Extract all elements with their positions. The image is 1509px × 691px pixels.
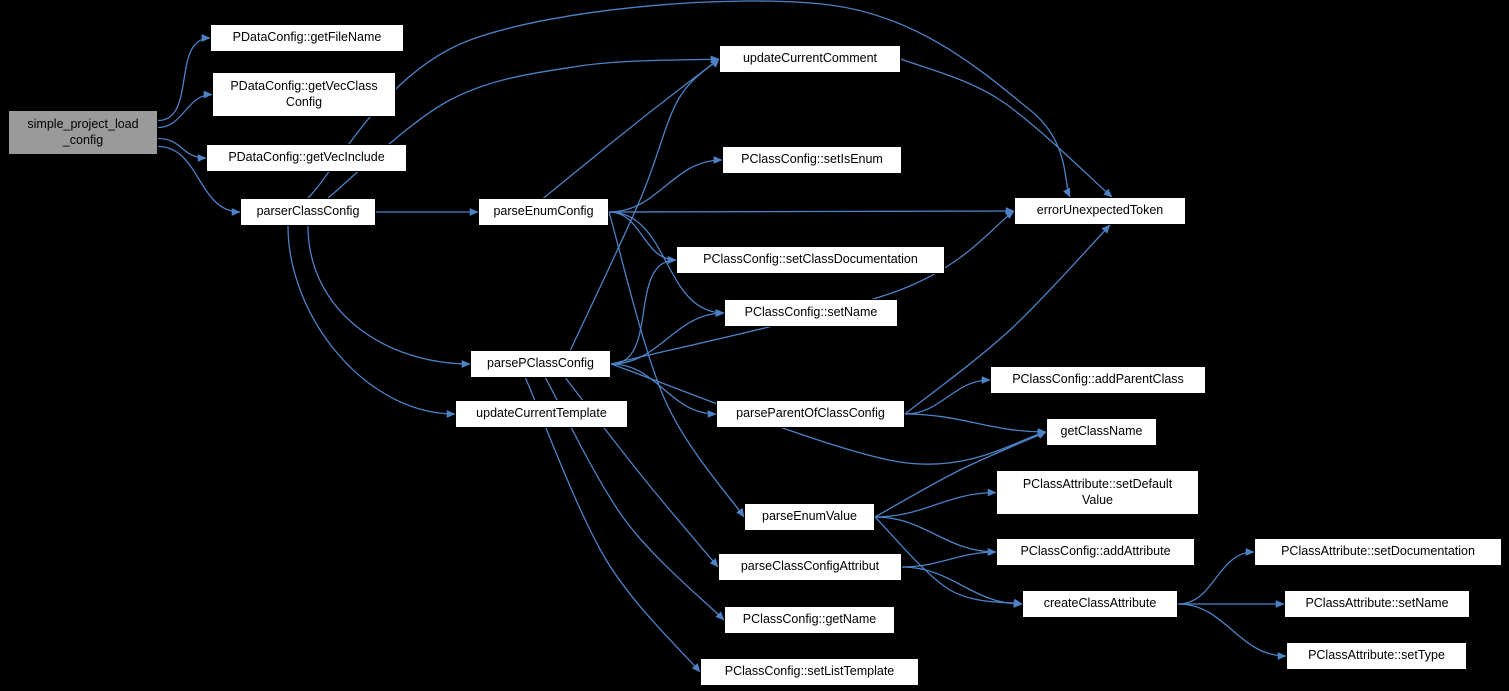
node-attr_setDefaultValue[interactable]: PClassAttribute::setDefault Value <box>996 470 1199 515</box>
edge-parsePClassConfig-to-errorUnexpectedToken <box>610 210 1015 365</box>
edge-parseEnumValue-to-attr_setDefaultValue <box>874 488 997 518</box>
edge-parseEnumValue-to-getClassName <box>874 431 1047 518</box>
edge-parsePClassConfig-to-setName <box>610 309 725 365</box>
node-parseEnumValue[interactable]: parseEnumValue <box>744 503 875 531</box>
node-getClassName[interactable]: getClassName <box>1046 418 1157 446</box>
edge-load_config-to-parserClassConfig <box>157 145 241 216</box>
node-getName[interactable]: PClassConfig::getName <box>724 606 895 634</box>
node-updateCurrentComment[interactable]: updateCurrentComment <box>719 45 901 73</box>
edge-parseClassConfigAttribut-to-addAttribute <box>901 548 997 568</box>
node-attr_setDocumentation[interactable]: PClassAttribute::setDocumentation <box>1254 538 1502 566</box>
edge-parseEnumConfig-to-errorUnexpectedToken <box>608 207 1015 215</box>
edge-parseClassConfigAttribut-to-createClassAttribute <box>901 566 1023 608</box>
edge-parsePClassConfig-to-parseParentOfClassConfig <box>610 363 717 418</box>
node-attr_setType[interactable]: PClassAttribute::setType <box>1286 642 1467 670</box>
edge-parseEnumConfig-to-parseEnumValue <box>608 211 745 518</box>
edge-parsePClassConfig-to-updateCurrentComment <box>569 58 720 351</box>
edge-parserClassConfig-to-errorUnexpectedToken <box>307 0 1071 199</box>
edge-parserClassConfig-to-parsePClassConfig <box>307 225 471 368</box>
edge-parsePClassConfig-to-getClassName <box>610 363 1047 465</box>
node-updateCurrentTemplate[interactable]: updateCurrentTemplate <box>455 400 628 428</box>
node-setName[interactable]: PClassConfig::setName <box>724 299 898 327</box>
node-parseEnumConfig[interactable]: parseEnumConfig <box>478 198 609 226</box>
edge-load_config-to-pdata_getVecInclude <box>157 137 207 162</box>
node-parseParentOfClassConfig[interactable]: parseParentOfClassConfig <box>716 400 905 428</box>
node-pdata_getVecInclude[interactable]: PDataConfig::getVecInclude <box>206 144 407 172</box>
edge-parseEnumConfig-to-setIsEnum <box>608 156 723 213</box>
edge-parserClassConfig-to-updateCurrentTemplate <box>287 225 456 418</box>
node-createClassAttribute[interactable]: createClassAttribute <box>1022 590 1178 618</box>
node-parseClassConfigAttribut[interactable]: parseClassConfigAttribut <box>718 553 902 581</box>
edge-parsePClassConfig-to-setClassDocumentation <box>610 256 677 365</box>
edge-parseEnumValue-to-addAttribute <box>874 516 997 556</box>
node-pdata_getFileName[interactable]: PDataConfig::getFileName <box>210 24 404 52</box>
edge-updateCurrentComment-to-errorUnexpectedToken <box>900 58 1113 198</box>
edge-parseParentOfClassConfig-to-getClassName <box>904 413 1047 436</box>
node-pdata_getVecClassConfig[interactable]: PDataConfig::getVecClass Config <box>212 72 396 117</box>
node-setIsEnum[interactable]: PClassConfig::setIsEnum <box>722 146 902 174</box>
node-errorUnexpectedToken[interactable]: errorUnexpectedToken <box>1014 197 1186 225</box>
edge-parseEnumConfig-to-setClassDocumentation <box>608 211 677 264</box>
edge-createClassAttribute-to-attr_setDocumentation <box>1177 548 1255 605</box>
node-setListTemplate[interactable]: PClassConfig::setListTemplate <box>700 658 919 686</box>
edge-parseEnumConfig-to-setName <box>608 211 725 317</box>
node-parserClassConfig[interactable]: parserClassConfig <box>240 198 376 226</box>
node-attr_setName[interactable]: PClassAttribute::setName <box>1284 590 1470 618</box>
edge-parseParentOfClassConfig-to-addParentClass <box>904 376 991 415</box>
edge-load_config-to-pdata_getVecClassConfig <box>157 90 213 129</box>
edge-parseParentOfClassConfig-to-errorUnexpectedToken <box>904 224 1111 415</box>
node-parsePClassConfig[interactable]: parsePClassConfig <box>470 350 611 378</box>
node-addParentClass[interactable]: PClassConfig::addParentClass <box>990 366 1206 394</box>
node-setClassDocumentation[interactable]: PClassConfig::setClassDocumentation <box>676 246 945 274</box>
node-addAttribute[interactable]: PClassConfig::addAttribute <box>996 538 1195 566</box>
edge-load_config-to-pdata_getFileName <box>157 34 211 122</box>
node-load_config[interactable]: simple_project_load _config <box>8 110 158 155</box>
edge-createClassAttribute-to-attr_setType <box>1177 603 1287 660</box>
